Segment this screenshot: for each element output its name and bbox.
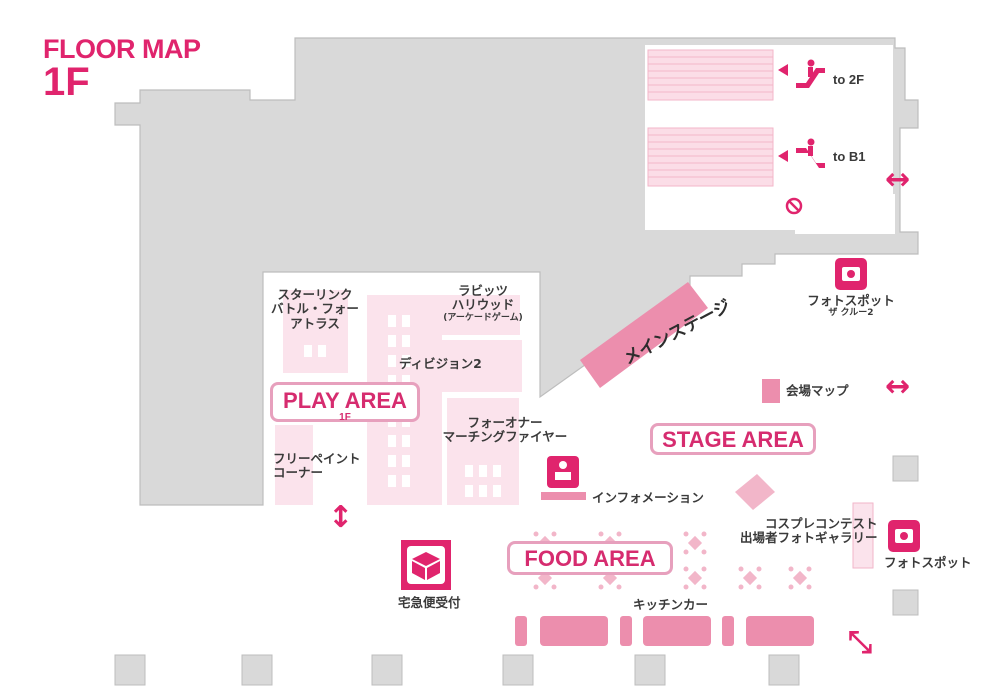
two-way-arrow-icon: ↕ — [328, 500, 354, 535]
venue-map-icon[interactable] — [762, 379, 780, 403]
stage-block — [735, 474, 775, 510]
stage-area-label: STAGE AREA — [650, 423, 816, 455]
to-2f-label: to 2F — [833, 72, 865, 87]
information-label: インフォメーション — [592, 490, 704, 505]
delivery-label: 宅急便受付 — [398, 595, 461, 610]
camera-icon[interactable] — [888, 520, 920, 552]
delivery-box-icon[interactable] — [401, 540, 451, 590]
direction-arrow-icon — [778, 64, 788, 76]
venue-map-label: 会場マップ — [786, 383, 849, 398]
two-way-arrow-icon: ⤡ — [848, 625, 872, 660]
photo-spot-crew-label: フォトスポット ザ クルー2 — [807, 293, 895, 319]
pillar — [114, 455, 919, 686]
rabbids-booth[interactable] — [442, 295, 520, 335]
starlink-booth[interactable] — [283, 290, 348, 373]
play-area-label: PLAY AREA 1F — [270, 382, 420, 423]
freepaint-label: フリーペイントコーナー — [273, 451, 361, 481]
two-way-arrow-icon: ↔ — [885, 369, 911, 404]
division-label: ディビジョン2 — [399, 356, 482, 371]
floor-map-title: FLOOR MAP — [43, 34, 201, 64]
escalator-up-icon — [796, 59, 825, 88]
kitchen-car-label: キッチンカー — [633, 597, 709, 612]
escalator-to-b1[interactable] — [647, 127, 774, 187]
food-area-label: FOOD AREA — [507, 541, 673, 575]
forhonor-label: フォーオナーマーチングファイヤー — [442, 415, 568, 445]
floor-number: 1F — [43, 60, 90, 104]
freepaint-booth[interactable] — [275, 425, 313, 505]
main-stage[interactable] — [580, 282, 708, 388]
cosplay-label: コスプレコンテスト出場者フォトギャラリー — [740, 516, 878, 546]
escalator-down-icon — [796, 138, 825, 168]
starlink-label: スターリンクバトル・フォーアトラス — [271, 287, 359, 331]
camera-icon[interactable] — [835, 258, 867, 290]
to-b1-label: to B1 — [833, 149, 866, 164]
photo-spot-label: フォトスポット — [884, 555, 972, 570]
cosplay-gallery[interactable] — [852, 502, 874, 569]
escalator-to-2f[interactable] — [647, 49, 774, 101]
two-way-arrow-icon: ↔ — [885, 162, 911, 197]
kitchen-car-icon[interactable] — [515, 616, 814, 646]
direction-arrow-icon — [778, 150, 788, 162]
no-entry-icon — [785, 197, 803, 215]
rabbids-label: ラビッツハリウッド (アーケードゲーム) — [443, 283, 523, 323]
machine-grid — [304, 315, 501, 497]
information-desk-icon[interactable] — [541, 456, 586, 500]
